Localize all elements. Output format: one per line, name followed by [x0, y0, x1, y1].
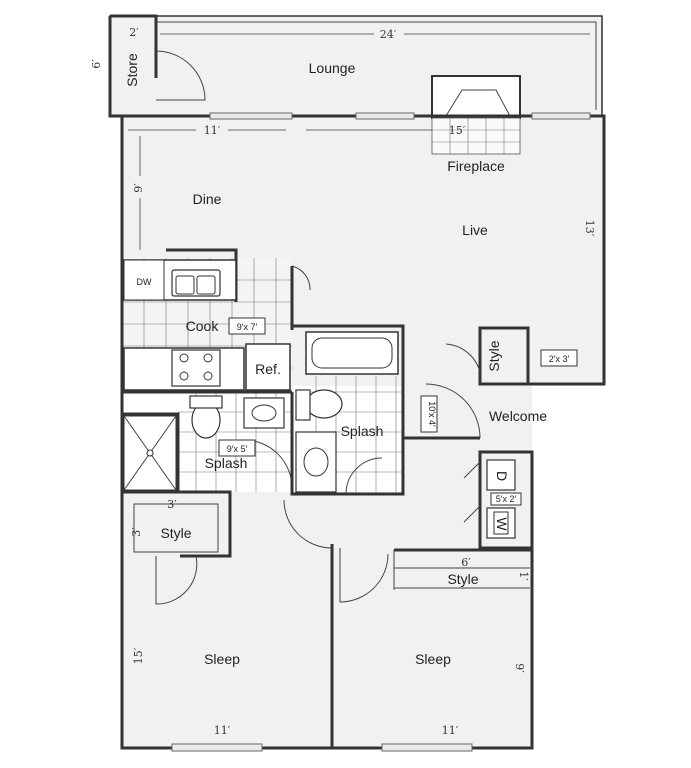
sleep-right-label: Sleep: [415, 651, 451, 667]
store-depth-dim: 6′: [90, 59, 103, 69]
sleep-right-door-swing: [339, 548, 389, 603]
bath2-walls: [290, 324, 405, 496]
style-left-door-swing: [155, 555, 198, 605]
bathtub: [305, 331, 399, 375]
fireplace-pad-grid: [432, 118, 520, 154]
style-right-shelf: [394, 567, 530, 589]
fireplace-hearth: [445, 89, 511, 117]
splash-dim-tag: [218, 439, 256, 457]
closet-hall-dim: 2′x 3′: [549, 354, 570, 364]
bath2-door-swing: [345, 457, 383, 495]
store-wall: [110, 14, 158, 78]
dryer-label: D: [494, 471, 510, 481]
washer-label: W: [494, 517, 510, 531]
style-left-walls: [122, 490, 232, 558]
fireplace-label: Fireplace: [447, 158, 505, 174]
live-width-dim: 15′: [449, 124, 466, 137]
store-label: Store: [124, 53, 140, 87]
sleep-left-label: Sleep: [204, 651, 240, 667]
dishwasher-label: DW: [137, 277, 152, 287]
fireplace-box: [431, 75, 521, 119]
toilet-tank-1: [189, 395, 223, 409]
welcome-wall: [401, 384, 480, 440]
welcome-label: Welcome: [489, 408, 547, 424]
entry-door-swing: [425, 383, 481, 439]
sink-basin-left: [175, 275, 195, 295]
vanity-1: [243, 397, 285, 429]
window-south-1: [171, 743, 263, 752]
style-right-width-dim: 6′: [461, 556, 471, 569]
dine-width-dim: 11′: [204, 124, 221, 137]
live-label: Live: [462, 222, 488, 238]
splash-label-left: Splash: [205, 455, 248, 471]
welcome-dim: 10′x 4′: [427, 401, 437, 427]
style-hall-closet: [478, 326, 530, 386]
basin-icon-2: [303, 447, 329, 477]
sleep-left-depth-dim: 15′: [132, 647, 145, 664]
window-north-3: [531, 112, 591, 120]
style-left-depth-dim: 3′: [130, 527, 143, 537]
fireplace-pad: [431, 117, 521, 155]
lounge-rail: [156, 21, 597, 110]
shower-drain-icon: [146, 449, 154, 457]
dine-label: Dine: [193, 191, 222, 207]
cook-label: Cook: [186, 318, 220, 334]
window-south-2: [381, 743, 473, 752]
splash-label-right: Splash: [341, 423, 384, 439]
cook-dim-tag: [228, 317, 266, 335]
style-right-label: Style: [447, 571, 478, 587]
sleep-right-depth-dim: 9′: [513, 663, 526, 673]
store-wall-left: [108, 16, 122, 118]
sink-basin-right: [196, 275, 216, 295]
laundry-dim: 5′x 2′: [496, 494, 517, 504]
sleep-floor: [122, 492, 532, 747]
sleep-left-door-swing: [283, 499, 333, 549]
shower-wall: [122, 412, 180, 492]
ref-label: Ref.: [255, 361, 281, 377]
cook-dim: 9′x 7′: [237, 322, 258, 332]
window-north-1: [209, 112, 293, 120]
style-hall-label: Style: [486, 340, 502, 371]
south-wall: [120, 452, 534, 750]
washer-icon: [486, 507, 516, 539]
store-door-swing: [155, 50, 206, 101]
sleep-left-width-dim: 11′: [214, 724, 231, 737]
style-hall-door-swing: [445, 343, 481, 373]
toilet-icon-2: [305, 389, 343, 419]
dishwasher: [123, 259, 165, 301]
stove-icon: [171, 349, 221, 387]
lounge-label: Lounge: [309, 60, 356, 76]
style-left-shelf: [133, 503, 219, 553]
style-left-label: Style: [160, 525, 191, 541]
style-left-width-dim: 3′: [167, 498, 177, 511]
toilet-tank-2: [295, 389, 311, 421]
laundry-bifold-doors: [463, 461, 481, 523]
window-north-2: [355, 112, 415, 120]
lounge-floor: [110, 16, 602, 116]
dryer-icon: [486, 459, 516, 491]
kitchen-door-swing: [291, 265, 311, 291]
basin-icon-1: [251, 404, 277, 422]
vanity-2: [295, 431, 337, 493]
washer-door-icon: [493, 511, 509, 535]
store-width-dim: 2′: [129, 26, 139, 39]
sleep-right-width-dim: 11′: [442, 724, 459, 737]
live-depth-dim: 13′: [583, 220, 596, 237]
bathtub-inner: [311, 337, 393, 369]
sink-icon: [171, 269, 221, 297]
dine-depth-dim: 9′: [132, 183, 145, 193]
style-right-depth-dim: 1′: [517, 571, 530, 581]
lounge-width-dim: 24′: [380, 28, 397, 41]
closet-dim-tag: [540, 349, 578, 367]
splash-dim: 9′x 5′: [227, 444, 248, 454]
refrigerator: [245, 343, 291, 391]
laundry-closet: [478, 450, 534, 550]
welcome-dim-tag: [420, 395, 438, 433]
burner-icons: [179, 353, 213, 381]
laundry-dim-tag: [490, 492, 522, 506]
